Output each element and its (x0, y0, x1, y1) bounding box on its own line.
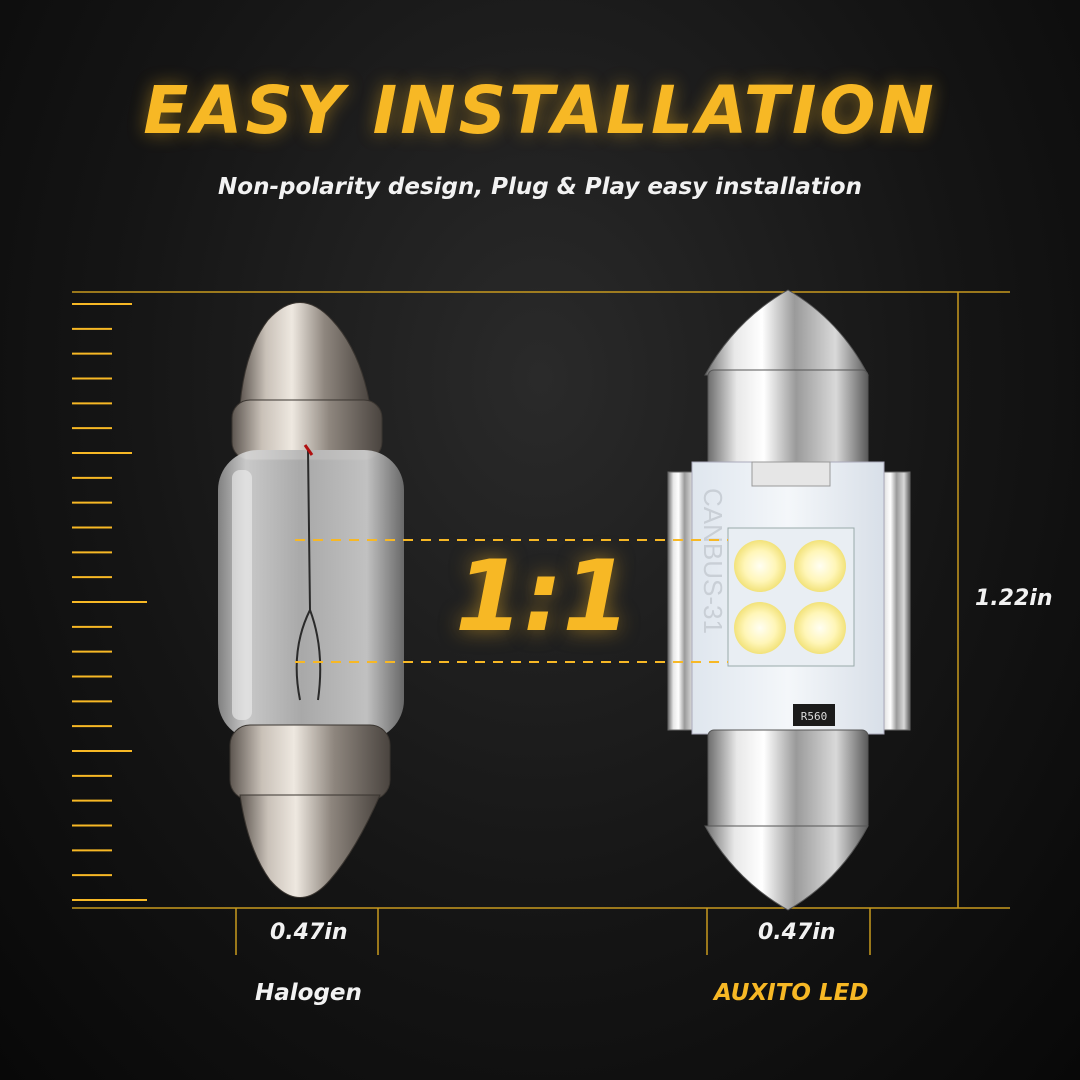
led-chips (734, 540, 846, 654)
auxito-led-label: AUXITO LED (714, 980, 869, 1006)
left-width-label: 0.47in (270, 920, 348, 945)
right-width-label: 0.47in (758, 920, 836, 945)
ruler-ticks (72, 303, 147, 901)
halogen-label: Halogen (255, 980, 362, 1006)
auxito-led-bulb-image: R560 CANBUS-31 (667, 289, 911, 911)
height-label: 1.22in (975, 586, 1053, 611)
page-subtitle: Non-polarity design, Plug & Play easy in… (218, 174, 862, 200)
page-title: EASY INSTALLATION (143, 72, 937, 149)
halogen-bulb-image (218, 302, 404, 898)
led-board-text: CANBUS-31 (698, 488, 728, 634)
ratio-label: 1:1 (455, 540, 631, 654)
resistor-label: R560 (801, 710, 828, 723)
